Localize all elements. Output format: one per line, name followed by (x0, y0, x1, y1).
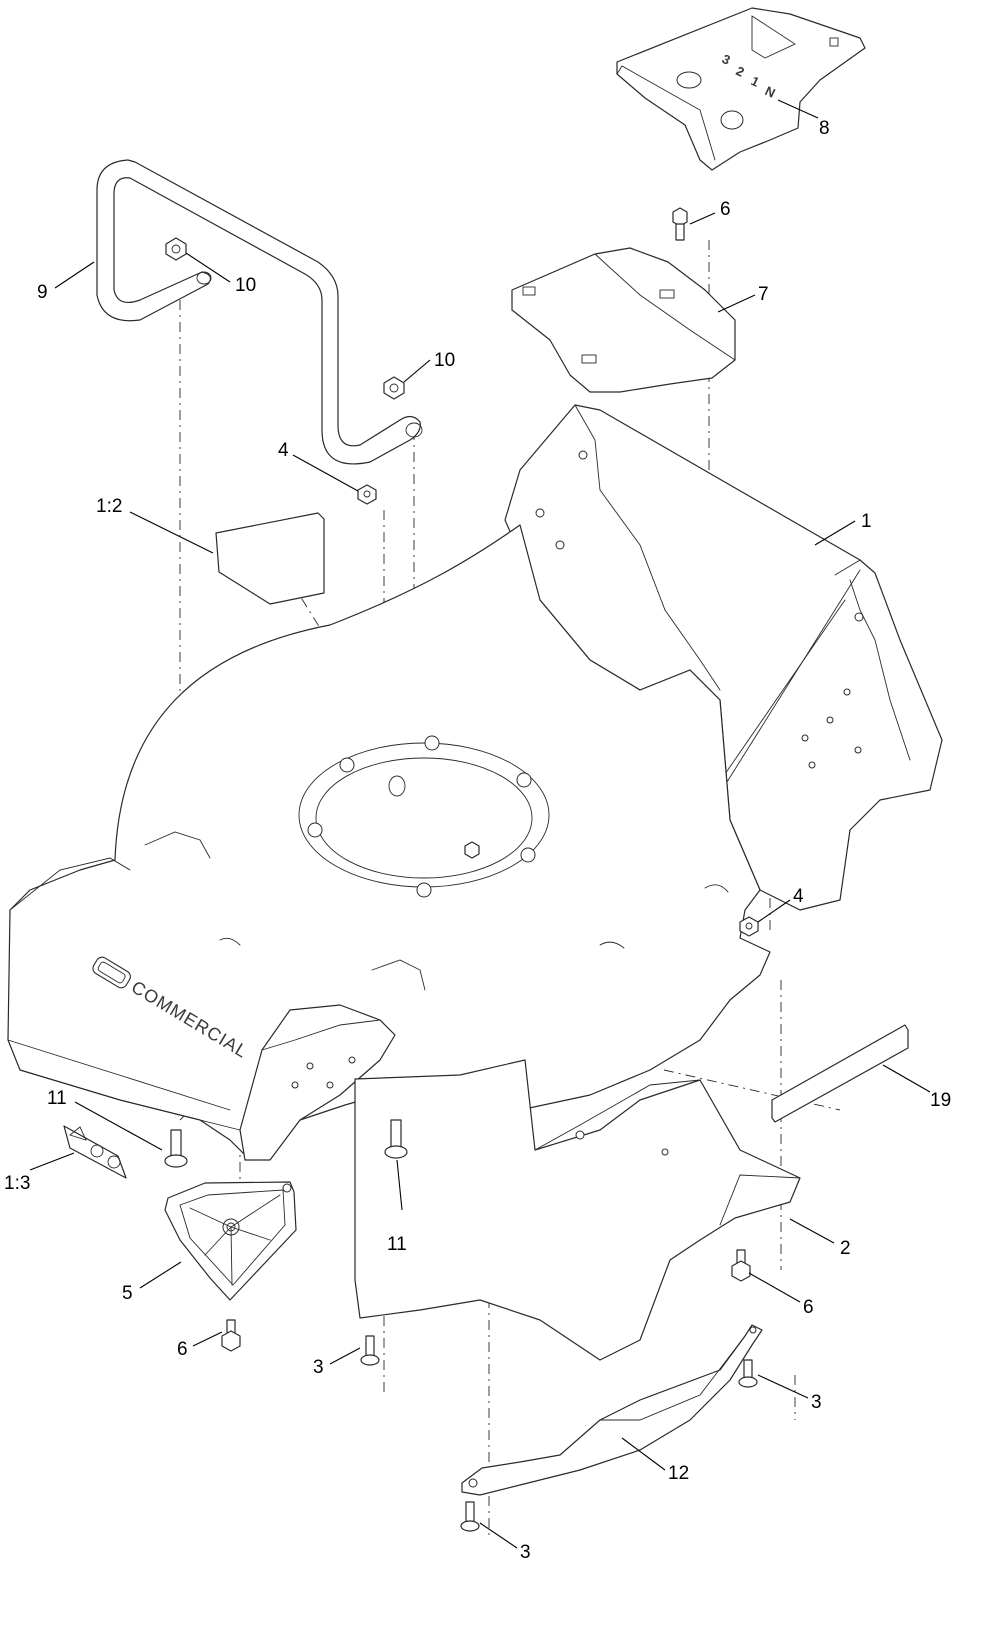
callout-1-3: 1:3 (4, 1173, 30, 1194)
callout-3-bottom: 3 (520, 1542, 531, 1563)
flange-bolt-6c (731, 1249, 751, 1282)
strip-decal-part (771, 1024, 909, 1123)
callouts: 8 6 7 9 10 10 4 1:2 1 4 19 11 1:3 11 2 5… (4, 118, 951, 1563)
callout-1: 1 (861, 511, 872, 532)
handle-bar-part (96, 159, 423, 465)
callout-7: 7 (758, 284, 769, 305)
callout-4-top: 4 (278, 440, 289, 461)
rear-shield-part (164, 1181, 297, 1301)
callout-11-left: 11 (47, 1088, 67, 1109)
deck-center-nut (464, 841, 480, 859)
blade-chamber-ring (298, 735, 550, 898)
callout-1-2: 1:2 (96, 496, 122, 517)
leader-lines (29, 99, 931, 1549)
hardware (164, 207, 759, 1532)
carriage-bolt-3c (460, 1501, 480, 1532)
skid-rail-part (461, 1324, 763, 1496)
carriage-bolt-11a (164, 1129, 188, 1168)
decal-part-1-2 (215, 512, 325, 605)
callout-6-right: 6 (803, 1297, 814, 1318)
carriage-bolt-3a (360, 1335, 380, 1366)
flange-bolt-6b (221, 1319, 241, 1352)
callout-2: 2 (840, 1238, 851, 1259)
flange-bolt-6a (672, 207, 688, 241)
callout-4-right: 4 (793, 886, 804, 907)
callout-10-left: 10 (235, 275, 256, 296)
callout-5: 5 (122, 1283, 133, 1304)
console-cover-part (511, 247, 736, 393)
flange-nut-10a (165, 237, 187, 261)
carriage-bolt-3b (738, 1359, 758, 1388)
mower-deck-housing-part: COMMERCIAL (7, 404, 943, 1161)
callout-8: 8 (819, 118, 830, 139)
callout-11-center: 11 (387, 1234, 407, 1255)
flange-nut-4a (357, 484, 377, 505)
carriage-bolt-11b (384, 1119, 408, 1159)
callout-12: 12 (668, 1463, 689, 1484)
callout-3-right: 3 (811, 1392, 822, 1413)
callout-9: 9 (37, 282, 48, 303)
callout-10-right: 10 (434, 350, 455, 371)
flange-nut-10b (383, 376, 405, 400)
callout-19: 19 (930, 1090, 951, 1111)
callout-3-left: 3 (313, 1357, 324, 1378)
callout-6-top: 6 (720, 199, 731, 220)
shift-cover-part: 3 2 1 N (616, 7, 866, 171)
lower-baffle-part (354, 1059, 801, 1361)
callout-6-bottom: 6 (177, 1339, 188, 1360)
flange-nut-4b (739, 916, 759, 937)
safety-decal-part (63, 1125, 127, 1179)
